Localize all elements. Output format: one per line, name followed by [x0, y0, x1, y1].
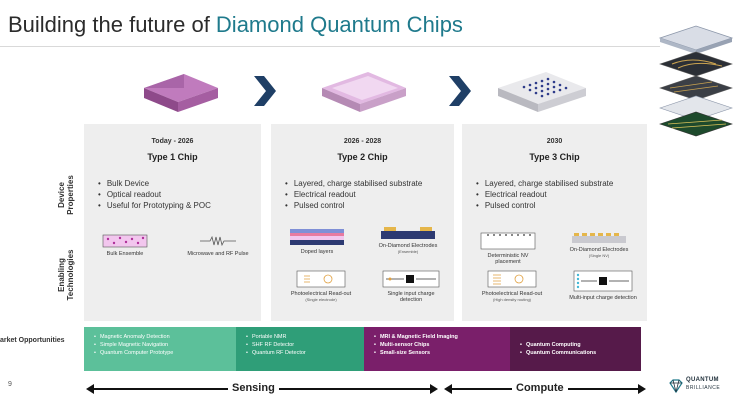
- tech-label: Bulk Ensemble: [106, 251, 144, 257]
- market-list: Quantum Computing Quantum Communications: [510, 327, 641, 357]
- list-item: Electrical readout: [285, 189, 422, 200]
- axis-label-compute: Compute: [512, 382, 568, 394]
- logo-wordmark-sub: BRILLIANCE: [686, 385, 721, 391]
- bullet-list: Bulk Device Optical readout Useful for P…: [98, 178, 211, 211]
- column-era: 2026 - 2028: [343, 138, 382, 145]
- tech-bulk-ensemble: Bulk Ensemble: [100, 234, 150, 257]
- tech-sublabel: (Single NV): [588, 253, 610, 258]
- tech-label: Doped layers: [300, 249, 334, 255]
- arrow-right-icon: [449, 76, 471, 106]
- chip-stack-illustration: [658, 25, 734, 137]
- tech-on-diamond-electrodes-ensemble: On-Diamond Electrodes (Ensemble): [367, 226, 449, 255]
- axis-label-sensing: Sensing: [228, 382, 279, 394]
- list-item: MRI & Magnetic Field Imaging: [374, 333, 510, 341]
- tech-label: On-Diamond Electrodes: [569, 247, 629, 253]
- tech-photoelectrical-readout-single: Photoelectrical Read-out (Single electro…: [279, 270, 363, 303]
- market-band-3: MRI & Magnetic Field Imaging Multi-senso…: [364, 327, 510, 371]
- tech-label: Single input charge detection: [387, 291, 435, 303]
- deterministic-nv-icon: [480, 232, 536, 250]
- diamond-logo-icon: [669, 379, 683, 394]
- market-list: MRI & Magnetic Field Imaging Multi-senso…: [364, 327, 510, 357]
- tech-multi-input-charge: Multi-input charge detection: [568, 270, 638, 301]
- bullet-list: Layered, charge stabilised substrate Ele…: [476, 178, 614, 211]
- column-era: 2030: [546, 138, 563, 145]
- tech-sublabel: (Ensemble): [397, 249, 419, 254]
- column-title: Type 3 Chip: [529, 152, 580, 162]
- list-item: Multi-sensor Chips: [374, 341, 510, 349]
- market-opportunities-label: arket Opportunities: [0, 337, 65, 344]
- list-item: Magnetic Anomaly Detection: [94, 333, 236, 341]
- doped-layers-icon: [290, 229, 344, 245]
- arrow-left-icon: [444, 384, 452, 394]
- list-item: Optical readout: [98, 189, 211, 200]
- list-item: Layered, charge stabilised substrate: [476, 178, 614, 189]
- type1-chip-image: [144, 74, 218, 112]
- list-item: Small-size Sensors: [374, 349, 510, 357]
- arrow-right-icon: [254, 76, 276, 106]
- list-item: Quantum Computing: [520, 341, 641, 349]
- charge-detection-icon: [573, 270, 633, 292]
- list-item: Useful for Prototyping & POC: [98, 200, 211, 211]
- column-type1: Today - 2026 Type 1 Chip Bulk Device Opt…: [84, 124, 261, 321]
- charge-detection-icon: [382, 270, 440, 288]
- tech-label: Photoelectrical Read-out: [290, 291, 352, 297]
- page-title: Building the future of Diamond Quantum C…: [8, 12, 463, 38]
- list-item: Bulk Device: [98, 178, 211, 189]
- market-list: Portable NMR SHF RF Detector Quantum RF …: [236, 327, 364, 357]
- tech-label: Microwave and RF Pulse: [187, 251, 249, 257]
- market-list: Magnetic Anomaly Detection Simple Magnet…: [84, 327, 236, 357]
- tech-microwave: Microwave and RF Pulse: [180, 234, 256, 257]
- tech-label: On-Diamond Electrodes: [378, 243, 438, 249]
- bulk-ensemble-icon: [102, 234, 148, 248]
- type2-chip-image: [322, 72, 406, 112]
- tech-label: Multi-input charge detection: [569, 295, 637, 301]
- list-item: Quantum Computer Prototype: [94, 349, 236, 357]
- column-era: Today - 2026: [151, 138, 194, 145]
- market-band-2: Portable NMR SHF RF Detector Quantum RF …: [236, 327, 364, 371]
- market-band-1: Magnetic Anomaly Detection Simple Magnet…: [84, 327, 236, 371]
- company-logo: QUANTUM BRILLIANCE: [668, 374, 732, 398]
- list-item: Quantum RF Detector: [246, 349, 364, 357]
- tech-single-input-charge: Single input charge detection: [377, 270, 445, 303]
- tech-on-diamond-electrodes-single-nv: On-Diamond Electrodes (Single NV): [558, 232, 640, 259]
- list-item: Quantum Communications: [520, 349, 641, 357]
- tech-doped-layers: Doped layers: [287, 228, 347, 255]
- tech-label: Deterministic NV placement: [487, 253, 529, 265]
- arrow-left-icon: [86, 384, 94, 394]
- column-title: Type 2 Chip: [337, 152, 388, 162]
- arrow-right-icon: [430, 384, 438, 394]
- market-band-4: Quantum Computing Quantum Communications: [510, 327, 641, 371]
- tech-photoelectrical-readout-routing: Photoelectrical Read-out (High density r…: [470, 270, 554, 303]
- list-item: SHF RF Detector: [246, 341, 364, 349]
- electrodes-icon: [381, 227, 435, 239]
- logo-wordmark: QUANTUM: [686, 377, 719, 383]
- list-item: Pulsed control: [476, 200, 613, 211]
- microwave-pulse-icon: [200, 235, 236, 247]
- tech-deterministic-nv: Deterministic NV placement: [476, 232, 540, 265]
- column-type3: 2030 Type 3 Chip Layered, charge stabili…: [462, 124, 647, 321]
- tech-label: Photoelectrical Read-out: [481, 291, 543, 297]
- list-item: Portable NMR: [246, 333, 364, 341]
- photoelectrical-readout-icon: [487, 270, 537, 288]
- list-item: Simple Magnetic Navigation: [94, 341, 236, 349]
- electrodes-icon: [572, 233, 626, 243]
- type3-chip-image: [498, 72, 586, 112]
- tech-sublabel: (High density routing): [492, 297, 532, 302]
- list-item: Pulsed control: [285, 200, 422, 211]
- bullet-list: Layered, charge stabilised substrate Ele…: [285, 178, 423, 211]
- tech-sublabel: (Single electrode): [305, 297, 337, 302]
- page-number: 9: [8, 381, 12, 388]
- list-item: Electrical readout: [476, 189, 613, 200]
- title-accent: Diamond Quantum Chips: [215, 12, 463, 37]
- list-item: Layered, charge stabilised substrate: [285, 178, 423, 189]
- photoelectrical-readout-icon: [296, 270, 346, 288]
- title-prefix: Building the future of: [8, 12, 216, 37]
- title-divider: [0, 46, 660, 47]
- column-title: Type 1 Chip: [147, 152, 198, 162]
- arrow-right-icon: [638, 384, 646, 394]
- column-type2: 2026 - 2028 Type 2 Chip Layered, charge …: [271, 124, 454, 321]
